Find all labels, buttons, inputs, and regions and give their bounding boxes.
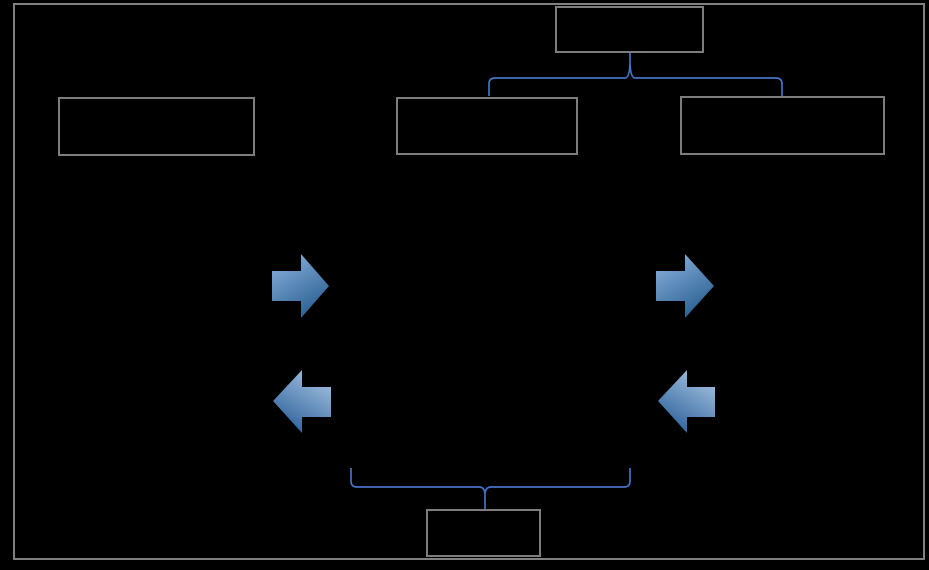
right-box [680, 96, 885, 155]
diagram-frame [13, 3, 925, 560]
bottom-box [426, 509, 541, 557]
middle-box [396, 97, 578, 155]
left-box [58, 97, 255, 156]
top-box [555, 6, 704, 53]
